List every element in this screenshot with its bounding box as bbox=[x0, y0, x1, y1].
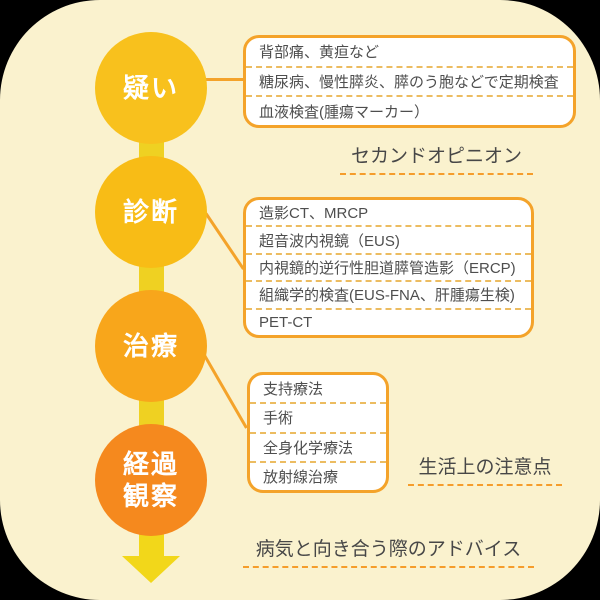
list-item-text: 組織学的検査(EUS-FNA、肝腫瘍生検) bbox=[259, 287, 515, 305]
list-item: 血液検査(腫瘍マーカー） bbox=[246, 95, 573, 125]
flow-step-treatment: 治療 bbox=[95, 290, 207, 402]
list-item-text: 糖尿病、慢性膵炎、膵のう胞などで定期検査 bbox=[259, 74, 559, 91]
list-item: 手術 bbox=[250, 402, 386, 431]
list-item-text: 支持療法 bbox=[263, 381, 324, 399]
list-item: 放射線治療 bbox=[250, 460, 386, 490]
list-item-text: 造影CT、MRCP bbox=[259, 205, 369, 223]
list-item: 背部痛、黄疸など bbox=[246, 38, 573, 66]
flow-step-label: 疑い bbox=[122, 72, 179, 103]
list-item: 支持療法 bbox=[250, 375, 386, 402]
list-item-text: 内視鏡的逆行性胆道膵管造影（ERCP) bbox=[259, 260, 516, 278]
list-item-text: 血液検査(腫瘍マーカー） bbox=[259, 103, 429, 121]
list-item-text: 全身化学療法 bbox=[263, 439, 354, 457]
connector-line-diagnosis bbox=[204, 212, 245, 270]
list-item: 組織学的検査(EUS-FNA、肝腫瘍生検) bbox=[246, 280, 531, 307]
flow-step-suspicion: 疑い bbox=[95, 32, 207, 144]
flow-step-label: 経過観察 bbox=[122, 448, 179, 512]
list-item: PET-CT bbox=[246, 307, 531, 335]
treatment-options-box: 支持療法 手術 全身化学療法 放射線治療 bbox=[247, 372, 389, 493]
list-item: 造影CT、MRCP bbox=[246, 200, 531, 225]
flow-step-diagnosis: 診断 bbox=[95, 156, 207, 268]
facing-illness-advice-label: 病気と向き合う際のアドバイス bbox=[243, 534, 534, 568]
list-item: 内視鏡的逆行性胆道膵管造影（ERCP) bbox=[246, 252, 531, 280]
list-item-text: PET-CT bbox=[259, 313, 313, 331]
flow-step-follow-up: 経過観察 bbox=[95, 424, 207, 536]
list-item-text: 超音波内視鏡（EUS) bbox=[259, 232, 400, 250]
connector-line-treatment bbox=[198, 346, 248, 429]
list-item: 全身化学療法 bbox=[250, 431, 386, 461]
list-item: 超音波内視鏡（EUS) bbox=[246, 225, 531, 252]
suspicion-findings-box: 背部痛、黄疸など 糖尿病、慢性膵炎、膵のう胞などで定期検査 血液検査(腫瘍マーカ… bbox=[243, 35, 576, 128]
list-item-text: 手術 bbox=[263, 410, 294, 428]
diagnosis-tests-box: 造影CT、MRCP 超音波内視鏡（EUS) 内視鏡的逆行性胆道膵管造影（ERCP… bbox=[243, 197, 534, 338]
lifestyle-precautions-label: 生活上の注意点 bbox=[408, 452, 562, 486]
flow-step-label: 診断 bbox=[122, 196, 179, 227]
list-item: 糖尿病、慢性膵炎、膵のう胞などで定期検査 bbox=[246, 65, 573, 96]
flow-step-label: 治療 bbox=[122, 330, 179, 361]
second-opinion-label: セカンドオピニオン bbox=[340, 141, 533, 175]
list-item-text: 背部痛、黄疸など bbox=[259, 44, 380, 62]
arrow-down-icon bbox=[122, 556, 180, 583]
list-item-text: 放射線治療 bbox=[263, 468, 339, 486]
connector-line-suspicion bbox=[203, 78, 245, 81]
